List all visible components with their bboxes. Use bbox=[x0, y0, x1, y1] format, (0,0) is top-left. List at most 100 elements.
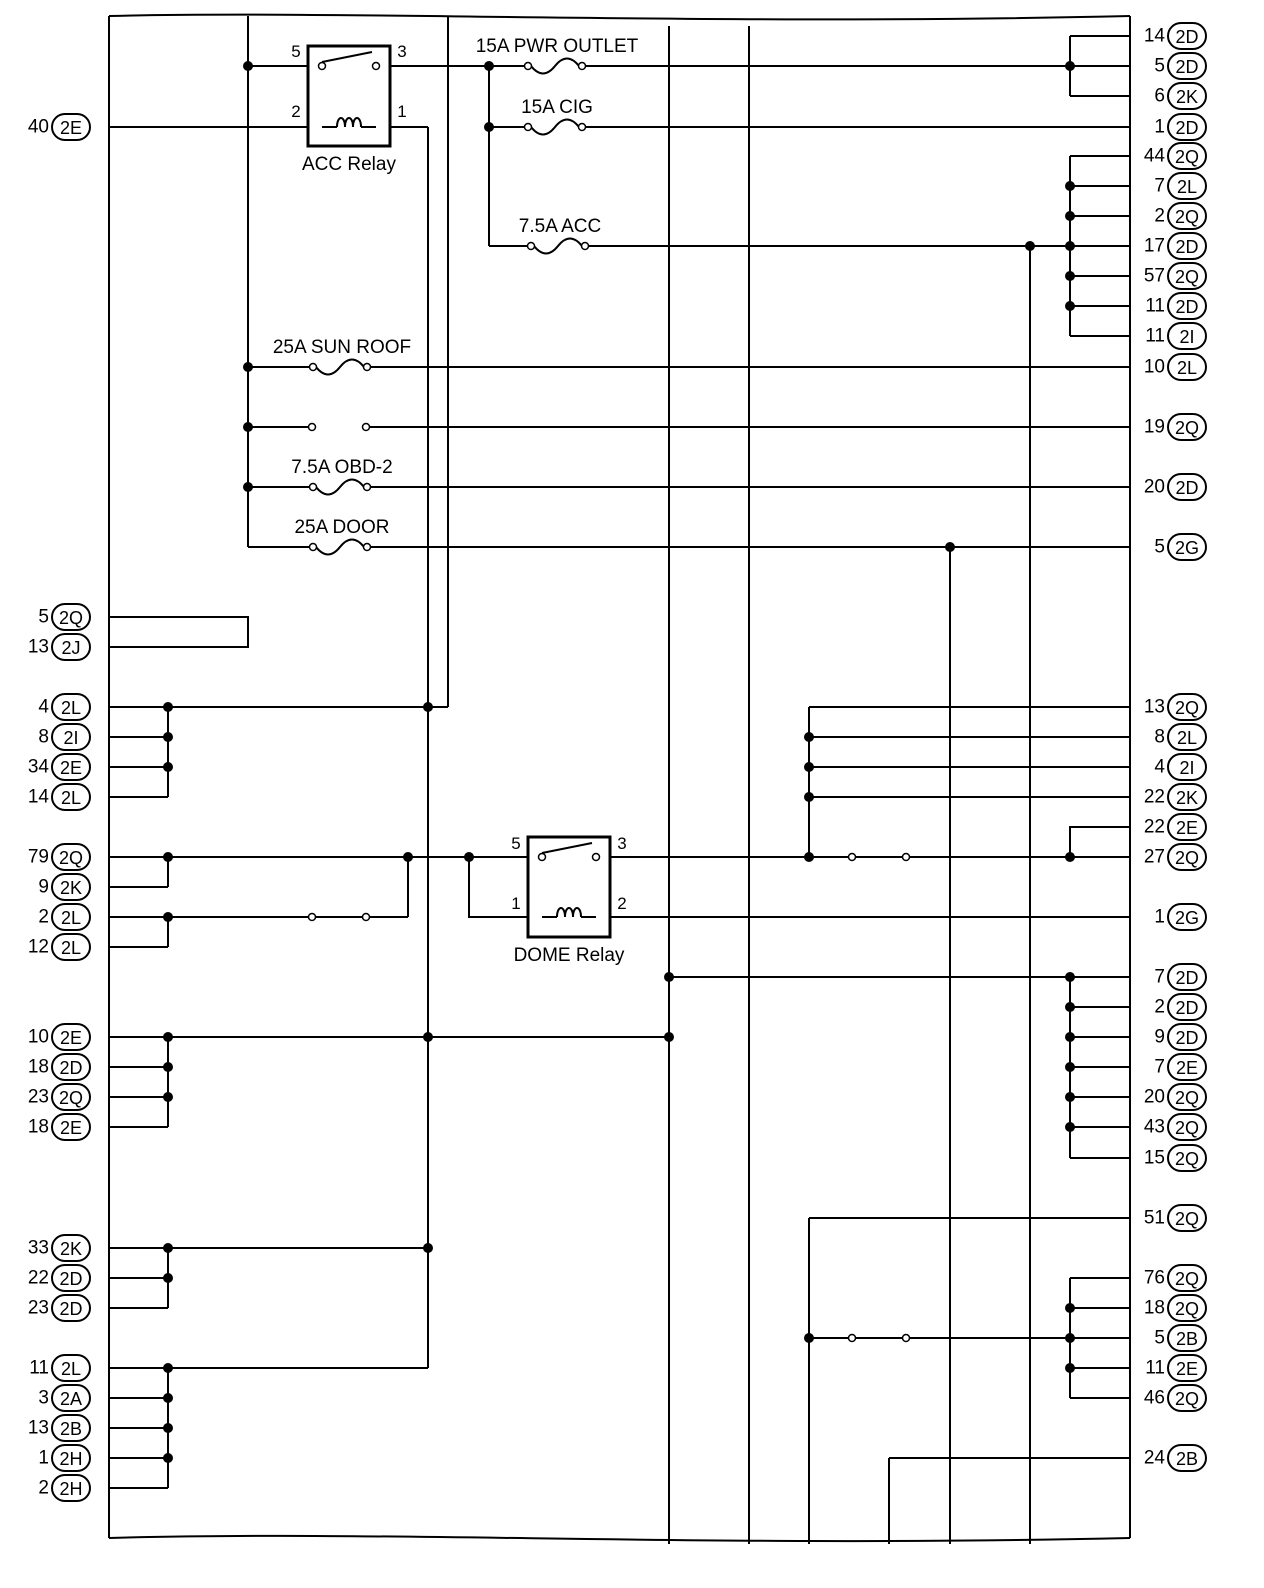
connector-pin-number: 17 bbox=[1144, 236, 1165, 257]
connector-oval bbox=[1167, 903, 1207, 931]
right-connector: 5 2D bbox=[1154, 52, 1207, 80]
dome-relay-pin-3: 3 bbox=[617, 834, 626, 853]
junction-dot bbox=[243, 61, 253, 71]
connector-pin-number: 44 bbox=[1144, 146, 1166, 167]
connector-oval bbox=[1167, 113, 1207, 141]
left-connector: 22 2D bbox=[28, 1264, 91, 1292]
connector-pin-number: 2 bbox=[1154, 206, 1165, 227]
connector-pin-number: 79 bbox=[28, 847, 49, 868]
switches bbox=[307, 852, 911, 1343]
connector-oval bbox=[51, 603, 91, 631]
connector-id: 2I bbox=[1179, 327, 1194, 347]
connector-id: 2D bbox=[1175, 57, 1198, 77]
fuse-label: 7.5A OBD-2 bbox=[291, 457, 392, 478]
junction-dot bbox=[664, 972, 674, 982]
connector-oval bbox=[1167, 22, 1207, 50]
connector-oval bbox=[1167, 52, 1207, 80]
connector-pin-number: 20 bbox=[1144, 1087, 1165, 1108]
connector-pin-number: 11 bbox=[1145, 296, 1165, 317]
connector-id: 2I bbox=[63, 728, 78, 748]
junction-dot bbox=[423, 1032, 433, 1042]
connector-id: 2D bbox=[1175, 1028, 1198, 1048]
block-border bbox=[108, 13, 1131, 1543]
junction-dot bbox=[804, 732, 814, 742]
junction-dot bbox=[1065, 1032, 1075, 1042]
connector-pin-number: 8 bbox=[38, 727, 49, 748]
connector-oval bbox=[1167, 172, 1207, 200]
connector-pin-number: 13 bbox=[1144, 697, 1165, 718]
connector-oval bbox=[1167, 142, 1207, 170]
connector-id: 2D bbox=[59, 1269, 82, 1289]
connector-id: 2L bbox=[61, 908, 81, 928]
connector-pin-number: 5 bbox=[1154, 56, 1165, 77]
junction-dot bbox=[1065, 1002, 1075, 1012]
fuse bbox=[307, 422, 371, 432]
connector-oval bbox=[1167, 993, 1207, 1021]
junction-dot bbox=[1065, 852, 1075, 862]
acc-relay-pin-5: 5 bbox=[291, 42, 300, 61]
connector-id: 2D bbox=[1175, 998, 1198, 1018]
connector-pin-number: 57 bbox=[1144, 266, 1165, 287]
connector-pin-number: 23 bbox=[28, 1087, 49, 1108]
connector-pin-number: 76 bbox=[1144, 1268, 1165, 1289]
connector-pin-number: 2 bbox=[38, 1478, 49, 1499]
connector-pin-number: 11 bbox=[29, 1358, 49, 1379]
dome-relay-coil bbox=[556, 907, 582, 918]
connector-pin-number: 22 bbox=[28, 1268, 49, 1289]
connector-id: 2I bbox=[1179, 758, 1194, 778]
connector-oval bbox=[51, 753, 91, 781]
connector-id: 2L bbox=[61, 698, 81, 718]
connector-pin-number: 1 bbox=[1154, 117, 1165, 138]
wires bbox=[109, 16, 1130, 1544]
junction-dot bbox=[163, 1243, 173, 1253]
connector-oval bbox=[1167, 413, 1207, 441]
connector-id: 2Q bbox=[1175, 1299, 1199, 1319]
connector-pin-number: 18 bbox=[28, 1057, 49, 1078]
junction-dot bbox=[804, 1333, 814, 1343]
connector-pin-number: 13 bbox=[28, 1418, 49, 1439]
connector-oval bbox=[1167, 1444, 1207, 1472]
connector-pin-number: 5 bbox=[1154, 537, 1165, 558]
connector-pin-number: 14 bbox=[1144, 26, 1166, 47]
connector-oval bbox=[51, 843, 91, 871]
connector-oval bbox=[51, 1053, 91, 1081]
connector-oval bbox=[1167, 753, 1207, 781]
junction-dot bbox=[1065, 241, 1075, 251]
connector-oval bbox=[1167, 1324, 1207, 1352]
connector-oval bbox=[51, 1384, 91, 1412]
junction-dot bbox=[163, 762, 173, 772]
connector-oval bbox=[1167, 1204, 1207, 1232]
connector-pin-number: 22 bbox=[1144, 787, 1165, 808]
connector-pin-number: 19 bbox=[1144, 417, 1165, 438]
connector-pin-number: 20 bbox=[1144, 477, 1165, 498]
right-connector: 57 2Q bbox=[1144, 262, 1207, 290]
connector-id: 2H bbox=[59, 1449, 82, 1469]
connector-id: 2E bbox=[1176, 1359, 1198, 1379]
connector-pin-number: 2 bbox=[1154, 997, 1165, 1018]
fuse-element bbox=[315, 358, 365, 376]
junctions bbox=[163, 61, 1075, 1463]
connector-id: 2E bbox=[60, 758, 82, 778]
connector-pin-number: 11 bbox=[1145, 1358, 1165, 1379]
connector-id: 2Q bbox=[1175, 267, 1199, 287]
